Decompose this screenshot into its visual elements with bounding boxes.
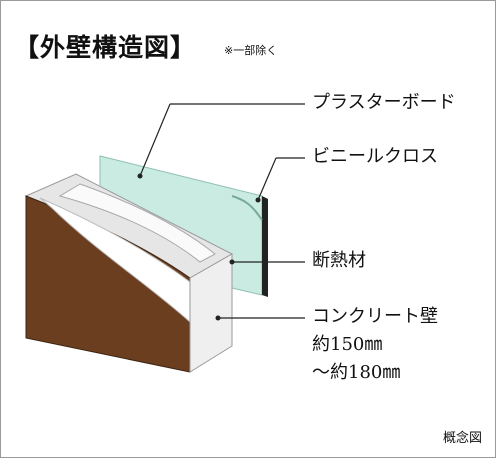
label-plasterboard: プラスターボード [312,92,456,113]
insulation-curve [58,183,216,263]
exception-note: ※一部除く [224,44,278,57]
leader-lines [139,103,305,319]
label-concrete-wall: コンクリート壁 [312,306,438,327]
leader-dots [137,173,261,321]
label-thickness-line2: ～約180㎜ [312,362,401,383]
label-thickness-line1: 約150㎜ [312,334,383,355]
insulation-side [189,253,233,373]
vinyl-cloth-edge [262,196,268,297]
label-insulation: 断熱材 [312,250,366,271]
label-vinyl-cloth: ビニールクロス [312,146,438,167]
plasterboard-curve [231,195,263,221]
concept-caption: 概念図 [442,431,482,446]
diagram-title: 【外壁構造図】 [14,33,197,62]
